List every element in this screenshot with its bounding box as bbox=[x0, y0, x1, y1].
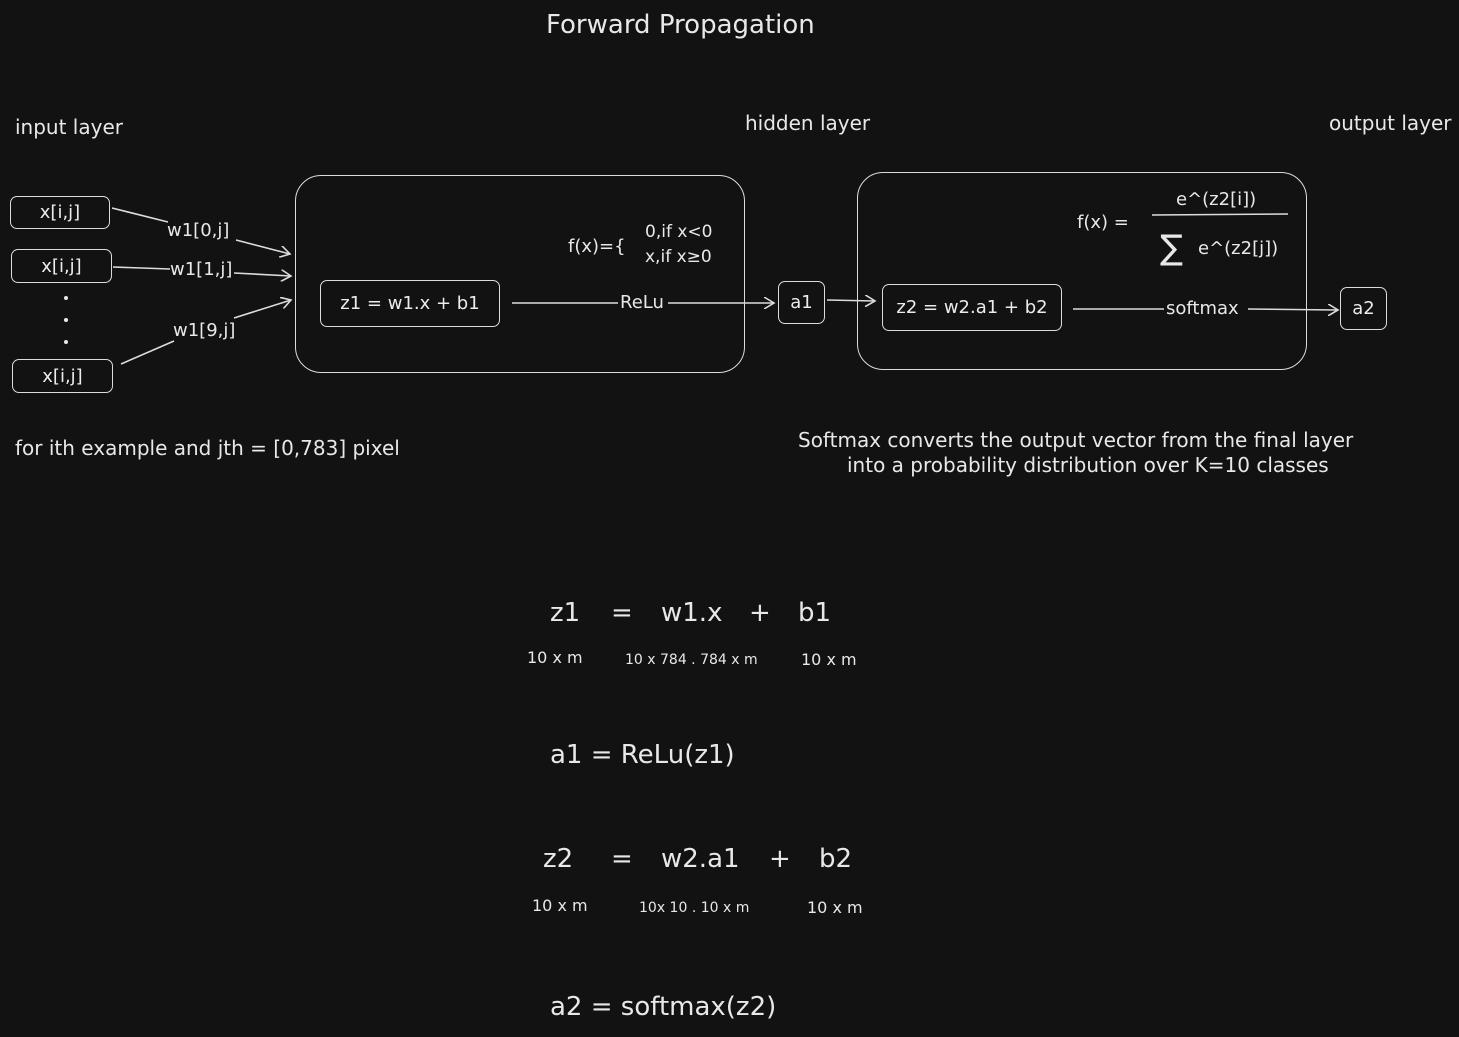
edge-x2-w9 bbox=[120, 340, 175, 365]
eq1-dim-lhs: 10 x m bbox=[527, 648, 583, 667]
ellipsis-dot bbox=[64, 296, 68, 300]
eq3-dim-term: 10x 10 . 10 x m bbox=[639, 900, 750, 916]
weight-label-9: w1[9,j] bbox=[173, 320, 236, 341]
edge-w0-hidden bbox=[235, 239, 290, 254]
eq3-bias: b2 bbox=[819, 844, 853, 874]
a2-node: a2 bbox=[1340, 287, 1387, 330]
eq1-equals: = bbox=[611, 598, 633, 628]
edge-softmax-a2 bbox=[1247, 309, 1338, 310]
eq3-term: w2.a1 bbox=[661, 844, 740, 874]
hidden-layer-box bbox=[295, 175, 745, 373]
edge-w9-hidden bbox=[233, 300, 291, 319]
eq4: a2 = softmax(z2) bbox=[550, 992, 777, 1022]
edge-w1-hidden bbox=[233, 273, 291, 276]
softmax-numerator: e^(z2[i]) bbox=[1176, 189, 1257, 210]
softmax-note-line1: Softmax converts the output vector from … bbox=[798, 428, 1354, 452]
input-layer-label: input layer bbox=[15, 115, 123, 139]
z2-node: z2 = w2.a1 + b2 bbox=[882, 284, 1062, 331]
output-layer-label: output layer bbox=[1329, 111, 1452, 135]
edge-x1-w1 bbox=[112, 266, 171, 270]
z1-node: z1 = w1.x + b1 bbox=[320, 280, 500, 327]
relu-formula-prefix: f(x)={ bbox=[568, 236, 626, 257]
eq1-dim-bias: 10 x m bbox=[801, 650, 857, 669]
relu-case-negative: 0,if x<0 bbox=[645, 222, 713, 242]
eq1-dim-term: 10 x 784 . 784 x m bbox=[625, 652, 758, 668]
eq1-plus: + bbox=[749, 598, 771, 628]
eq2: a1 = ReLu(z1) bbox=[550, 740, 735, 770]
input-node-1: x[i,j] bbox=[11, 249, 112, 283]
edge-x0-w0 bbox=[111, 207, 169, 223]
output-layer-box bbox=[857, 172, 1307, 370]
eq3-dim-bias: 10 x m bbox=[807, 898, 863, 917]
edge-a1-output bbox=[826, 300, 875, 301]
weight-label-0: w1[0,j] bbox=[167, 220, 230, 241]
weight-label-1: w1[1,j] bbox=[170, 259, 233, 280]
softmax-note-line2: into a probability distribution over K=1… bbox=[847, 453, 1329, 477]
relu-label: ReLu bbox=[620, 292, 664, 313]
eq3-dim-lhs: 10 x m bbox=[532, 896, 588, 915]
input-node-0: x[i,j] bbox=[10, 196, 110, 229]
eq1-bias: b1 bbox=[798, 598, 832, 628]
hidden-layer-label: hidden layer bbox=[745, 111, 871, 135]
eq3-equals: = bbox=[611, 844, 633, 874]
ellipsis-dot bbox=[64, 340, 68, 344]
input-node-2: x[i,j] bbox=[12, 359, 113, 393]
sigma-icon: ∑ bbox=[1160, 228, 1183, 268]
eq1-lhs: z1 bbox=[550, 598, 581, 628]
softmax-denominator: e^(z2[j]) bbox=[1198, 238, 1279, 259]
ellipsis-dot bbox=[64, 318, 68, 322]
input-note: for ith example and jth = [0,783] pixel bbox=[15, 436, 400, 460]
eq1-term: w1.x bbox=[661, 598, 723, 628]
softmax-fx: f(x) = bbox=[1077, 212, 1129, 233]
eq3-plus: + bbox=[769, 844, 791, 874]
relu-case-positive: x,if x≥0 bbox=[645, 247, 712, 267]
softmax-label: softmax bbox=[1166, 298, 1239, 319]
softmax-fraction-bar bbox=[1151, 213, 1289, 216]
a1-node: a1 bbox=[778, 281, 825, 324]
diagram-title: Forward Propagation bbox=[546, 10, 815, 40]
eq3-lhs: z2 bbox=[543, 844, 574, 874]
